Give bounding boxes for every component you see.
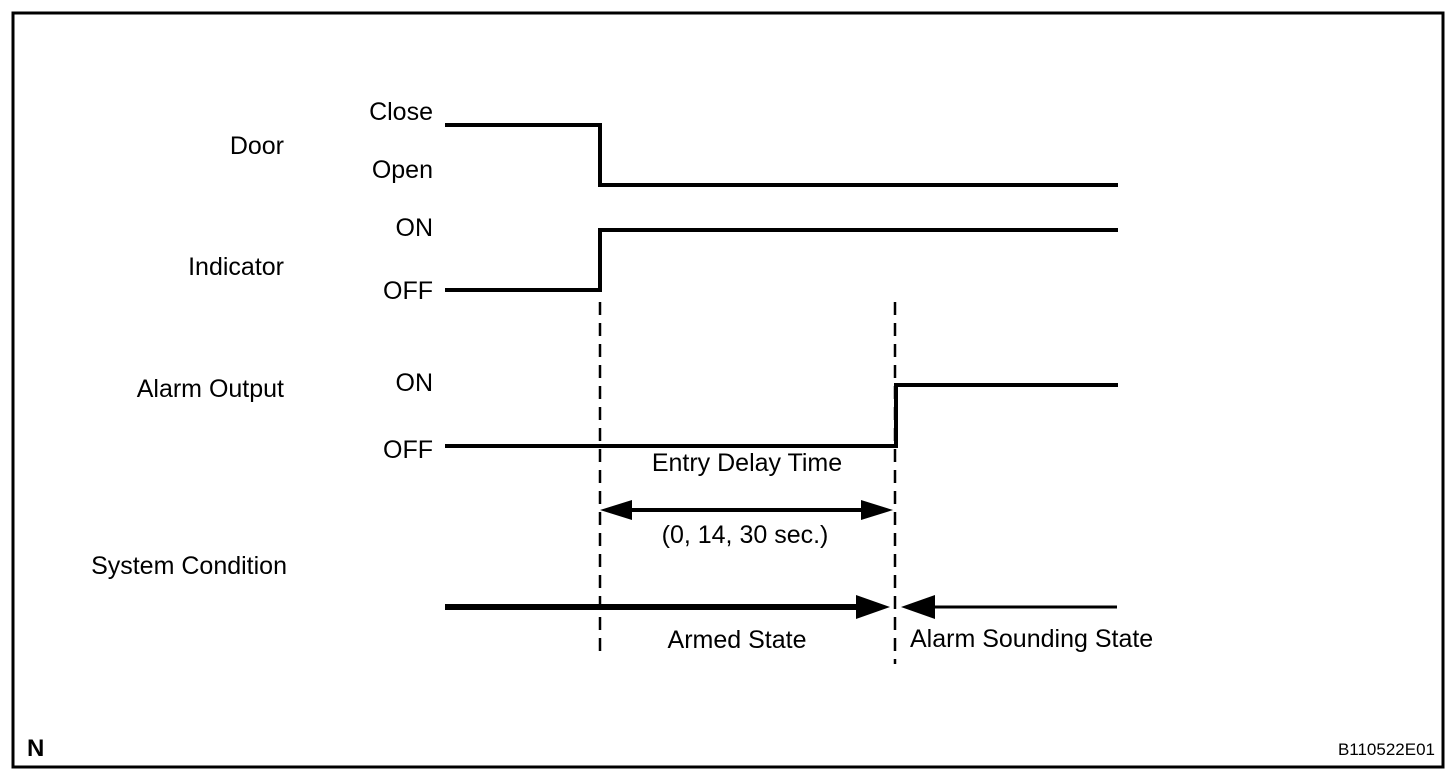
alarm-sounding-state-label: Alarm Sounding State bbox=[910, 625, 1153, 653]
door-open-label: Open bbox=[372, 156, 433, 184]
alarm-on-label: ON bbox=[396, 369, 434, 397]
note-n-label: N bbox=[27, 735, 44, 762]
alarm-off-label: OFF bbox=[383, 436, 433, 464]
alarm-output-waveform bbox=[445, 383, 1118, 448]
alarm-sounding-arrow bbox=[901, 595, 1117, 619]
alarm-output-row-label: Alarm Output bbox=[137, 375, 284, 403]
entry-delay-arrow-left-head-icon bbox=[600, 500, 632, 520]
entry-delay-arrow bbox=[600, 500, 893, 520]
entry-delay-values-label: (0, 14, 30 sec.) bbox=[662, 521, 829, 549]
figure-border bbox=[11, 11, 1445, 769]
indicator-row-label: Indicator bbox=[188, 253, 284, 281]
alarm-sounding-arrow-head-icon bbox=[901, 595, 935, 619]
figure-code-label: B110522E01 bbox=[1338, 740, 1435, 759]
armed-state-arrow-head-icon bbox=[856, 595, 890, 619]
system-condition-row-label: System Condition bbox=[91, 552, 287, 580]
armed-state-arrow bbox=[445, 595, 890, 619]
entry-delay-arrow-right-head-icon bbox=[861, 500, 893, 520]
indicator-on-label: ON bbox=[396, 214, 434, 242]
door-row-label: Door bbox=[230, 132, 284, 160]
indicator-waveform bbox=[445, 228, 1118, 292]
entry-delay-time-label: Entry Delay Time bbox=[652, 449, 842, 477]
indicator-off-label: OFF bbox=[383, 277, 433, 305]
door-waveform bbox=[445, 123, 1118, 187]
armed-state-label: Armed State bbox=[668, 626, 807, 654]
door-close-label: Close bbox=[369, 98, 433, 126]
